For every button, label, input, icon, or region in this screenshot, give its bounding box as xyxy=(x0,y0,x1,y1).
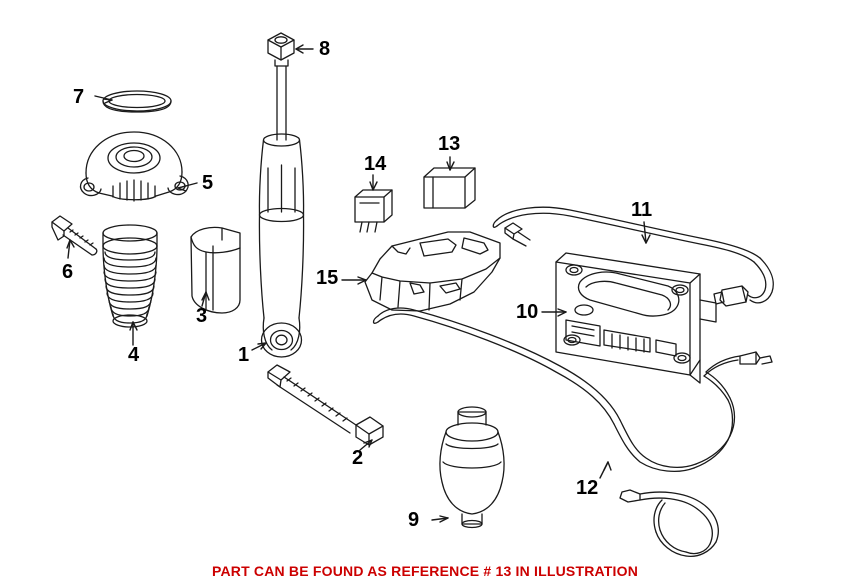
reference-note: PART CAN BE FOUND AS REFERENCE # 13 IN I… xyxy=(211,563,639,579)
callout-8: 8 xyxy=(319,38,331,60)
part-10-air-compressor xyxy=(555,252,717,384)
callout-5: 5 xyxy=(202,172,214,194)
part-4-bump-stop xyxy=(102,224,158,328)
callout-1: 1 xyxy=(238,344,250,366)
part-8-nut xyxy=(267,32,295,67)
part-7-seal-ring xyxy=(102,90,172,113)
part-9-air-spring xyxy=(439,406,505,529)
part-1-shock-absorber xyxy=(258,65,305,358)
callout-10: 10 xyxy=(516,301,539,323)
callout-9: 9 xyxy=(408,509,420,531)
part-15-bracket xyxy=(364,222,531,312)
part-3-dust-cover xyxy=(190,226,241,314)
part-5-strut-mount xyxy=(79,131,189,202)
part-11-wiring-harness xyxy=(492,206,774,307)
callout-2: 2 xyxy=(352,447,364,469)
callout-13: 13 xyxy=(438,133,461,155)
callout-12: 12 xyxy=(576,477,599,499)
part-14-relay xyxy=(354,189,393,233)
callout-14: 14 xyxy=(364,153,387,175)
callout-11: 11 xyxy=(631,199,653,221)
part-2-long-bolt xyxy=(267,364,384,446)
callout-7: 7 xyxy=(73,86,85,108)
callout-3: 3 xyxy=(196,305,208,327)
part-12-lower-harness xyxy=(372,307,773,558)
part-13-control-module xyxy=(423,167,476,209)
callout-6: 6 xyxy=(62,261,74,283)
part-6-bolt xyxy=(51,215,98,256)
callout-15: 15 xyxy=(316,267,339,289)
callout-4: 4 xyxy=(128,344,140,366)
